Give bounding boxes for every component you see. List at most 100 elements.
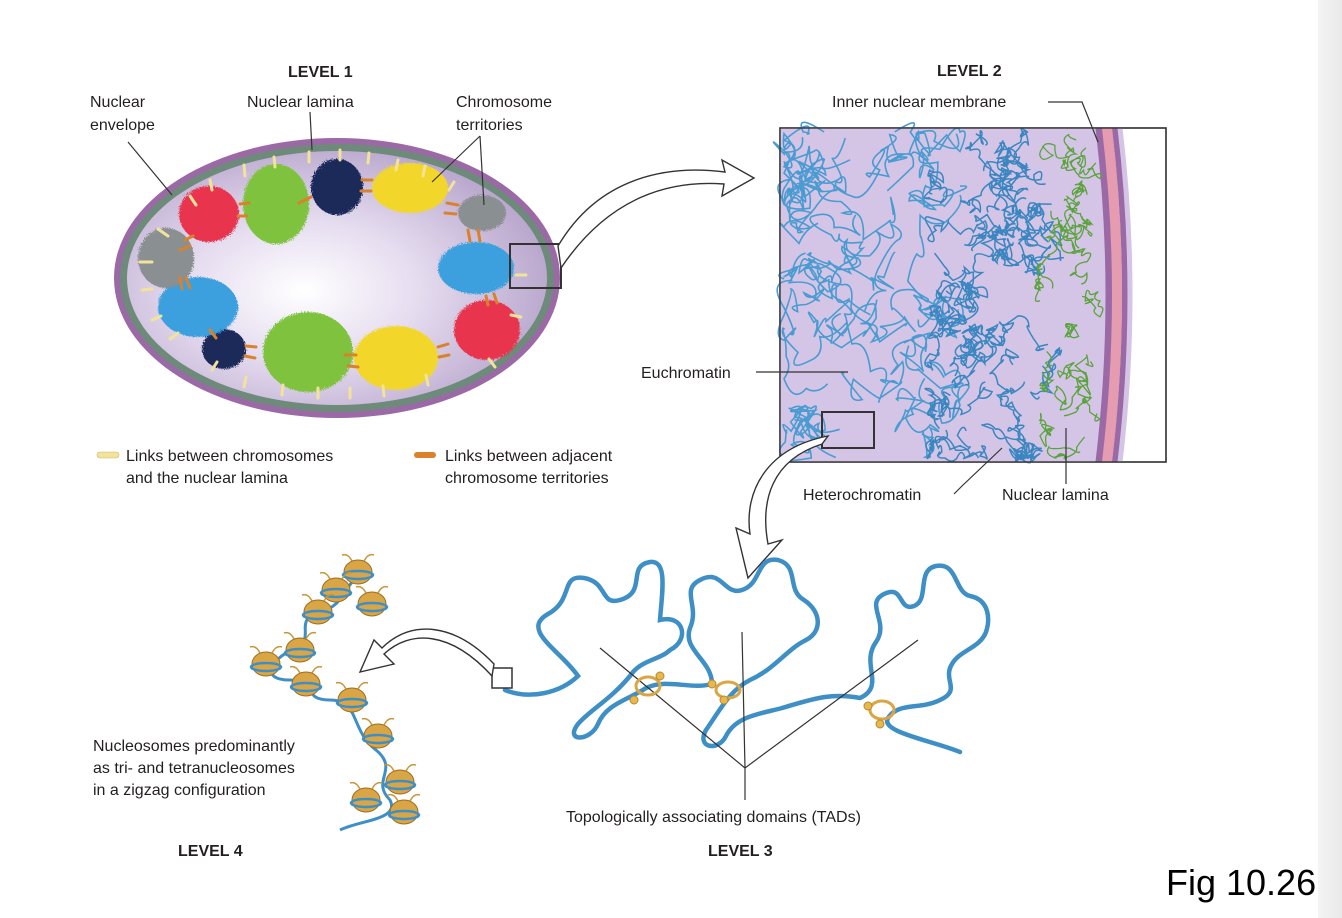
nucleoplasm-zoom (780, 128, 1110, 462)
level4-title: LEVEL 4 (178, 843, 243, 860)
level1-leaders (127, 111, 485, 206)
territory-red-2 (454, 300, 520, 360)
chromatin-fiber (807, 299, 877, 349)
nucleosome-fiber (249, 553, 421, 832)
chromatin-fiber (976, 219, 1010, 266)
nucleus (114, 138, 562, 418)
label-chromosome-territories-2: territories (456, 117, 523, 134)
label-chromosome-territories-1: Chromosome (456, 94, 552, 111)
arrow-level1-to-level2 (557, 158, 756, 270)
level2-panel (772, 121, 1167, 464)
chromatin-fiber (1007, 424, 1035, 464)
territory-navy-2 (202, 329, 246, 369)
chromatin-fiber (923, 169, 948, 205)
label-nucleosomes-1: Nucleosomes predominantly (93, 738, 295, 755)
chromatin-fiber (953, 281, 980, 313)
label-nucleosomes-2: as tri- and tetranucleosomes (93, 760, 295, 777)
arrow-level3-to-level4 (358, 628, 495, 678)
territory-gray-1 (458, 195, 506, 231)
chromatin-fiber (840, 331, 931, 402)
chromatin-fiber (1039, 133, 1077, 160)
chromatin-fiber (991, 243, 1039, 270)
legend-adjacent-links-1: Links between adjacent (445, 448, 613, 465)
territory-green-1 (243, 164, 309, 244)
nucleosome (289, 665, 323, 697)
territory-red-1 (179, 186, 239, 242)
chromatin-fiber (782, 137, 851, 205)
chromatin-fiber (1015, 202, 1053, 243)
cohesin-rings (629, 671, 896, 729)
chromatin-fiber (776, 266, 826, 341)
label-nucleosomes-3: in a zigzag configuration (93, 782, 266, 799)
territory-blue-1 (438, 242, 514, 294)
chromatin-fiber (924, 381, 994, 430)
chromatin-fiber (912, 294, 964, 339)
territory-blue-2 (158, 277, 238, 337)
legend-lamina-links-2: and the nuclear lamina (126, 470, 288, 487)
territory-yellow-2 (354, 326, 438, 390)
chromatin-fiber (1057, 361, 1089, 386)
nucleosome (335, 681, 369, 713)
chromatin-fiber (1064, 322, 1080, 339)
chromatin-fiber (934, 435, 988, 462)
level2-title: LEVEL 2 (937, 63, 1002, 80)
territory-navy-1 (311, 159, 363, 215)
nucleosome (349, 781, 383, 813)
nucleosomes (249, 553, 421, 825)
label-nuclear-lamina-level2: Nuclear lamina (1002, 487, 1109, 504)
legend-adjacent-link-swatch (414, 452, 436, 458)
nucleosome (361, 717, 395, 749)
label-inner-nuclear-membrane: Inner nuclear membrane (832, 94, 1006, 111)
chromatin-fiber (986, 170, 1020, 213)
chromatin-fiber (907, 132, 968, 211)
label-nuclear-envelope-1: Nuclear (90, 94, 146, 111)
adjacent-links (178, 178, 499, 369)
perinuclear-space (1102, 127, 1122, 463)
chromatin-fiber (1074, 353, 1094, 399)
level3-title: LEVEL 3 (708, 843, 773, 860)
territory-yellow-1 (372, 163, 448, 213)
nucleosome (301, 593, 335, 625)
chromatin-fiber (964, 129, 1002, 190)
label-heterochromatin: Heterochromatin (803, 487, 921, 504)
legend-lamina-link-swatch (96, 451, 120, 459)
nucleosome (249, 645, 283, 677)
membrane-edge (1117, 127, 1133, 463)
level1-title: LEVEL 1 (288, 64, 353, 81)
page-edge-shadow (1318, 0, 1342, 918)
chromatin-fiber (803, 262, 908, 344)
chromatin-fiber (929, 279, 961, 317)
territory-gray-2 (138, 228, 194, 288)
nucleosome (383, 763, 417, 795)
chromatin-fiber (1005, 160, 1055, 240)
chromatin-fiber (924, 213, 997, 243)
chromatin-fiber (1071, 180, 1088, 198)
label-euchromatin: Euchromatin (641, 365, 731, 382)
figure-number: Fig 10.26 (1166, 862, 1317, 903)
chromatin-fiber (809, 213, 866, 304)
chromatin-fiber (1044, 210, 1076, 254)
label-nuclear-lamina: Nuclear lamina (247, 94, 354, 111)
lamina-links (138, 148, 528, 400)
nucleosome (387, 793, 421, 825)
label-tads: Topologically associating domains (TADs) (566, 809, 861, 826)
chromatin-fiber (1064, 205, 1093, 241)
level2-leaders (756, 101, 1099, 495)
chromatin-fiber (1034, 263, 1054, 302)
legend-lamina-links-1: Links between chromosomes (126, 448, 333, 465)
chromatin-fiber (1069, 243, 1092, 285)
outer-membrane-band (1112, 127, 1128, 463)
chromatin-fiber (981, 401, 1023, 460)
chromatin-fiber (894, 122, 966, 179)
zoom-box-level2 (821, 411, 875, 449)
chromatin-fiber (949, 332, 983, 377)
chromatin-fiber (860, 194, 962, 344)
chromatin-fiber (1082, 289, 1104, 318)
zoom-box-level3 (491, 667, 513, 689)
legend-adjacent-links-2: chromosome territories (445, 470, 609, 487)
chromosome-territories (138, 159, 520, 392)
chromatin-fiber (1060, 216, 1091, 249)
arrow-level2-to-level3 (734, 434, 830, 580)
tad-leaders (599, 631, 919, 800)
inner-membrane-band (1095, 127, 1115, 463)
